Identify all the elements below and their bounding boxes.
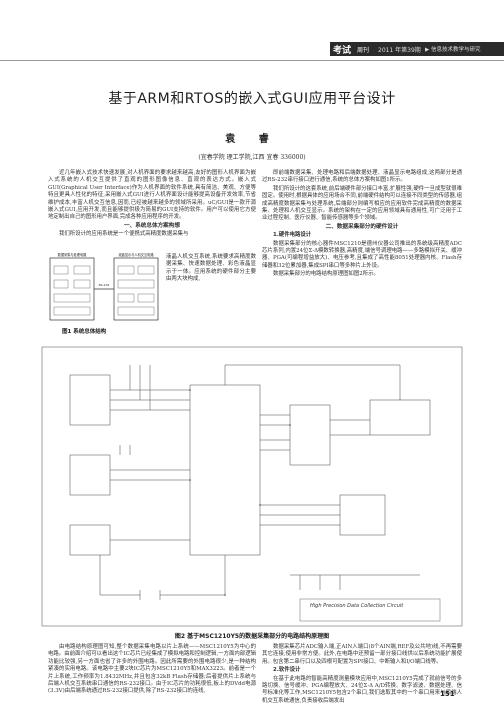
max3223-chip bbox=[289, 404, 331, 466]
journal-issue: 2011 年第39期 bbox=[378, 47, 421, 54]
journal-slogan: ▶ 信息技术教学与研究 bbox=[425, 47, 481, 53]
right-column: 即前端数据采集、处理电路和后端数据处理、液晶显示电路组成,这两部分是通过RS-2… bbox=[262, 170, 462, 280]
figure-2-schematic: High Precision Data Collection Circuit bbox=[41, 346, 463, 627]
figure-2-caption: 图2 基于MSC1210Y5的数据采集部分的电路结构原理图 bbox=[174, 633, 330, 640]
paragraph: 我们所设计的应用系统是一个便携式高精度数据采集与 bbox=[59, 231, 189, 238]
subsection-heading: 1.硬件电路设计 bbox=[273, 232, 312, 239]
header-bar bbox=[330, 42, 504, 56]
paragraph: 我们所设计的这套系统,前后端硬件部分接口丰富,扩展性强,硬件一旦成型就很难固定。… bbox=[262, 185, 462, 222]
left-column: 近几年嵌入式技术快速发展,对人机界面的要求越来越高,友好的图形人机界面为嵌入式系… bbox=[48, 170, 256, 240]
section-heading: 一、系统总体方案构想 bbox=[124, 222, 180, 229]
header-divider bbox=[0, 60, 504, 61]
section-heading: 二、数据采集部分的硬件设计 bbox=[325, 223, 399, 230]
journal-name: 考试 bbox=[333, 46, 352, 56]
journal-sub: 周刊 bbox=[357, 47, 370, 54]
paragraph: 液晶人机交互系统,系统要求高精度数据采集、快速数据处理、彩色液晶显示于一体。应用… bbox=[166, 254, 256, 283]
fig1-link-label: RS-232 bbox=[99, 283, 110, 287]
fig1-left-block bbox=[49, 257, 95, 321]
paragraph: 数据采集部分的电路结构原理图如图2所示。 bbox=[273, 271, 379, 278]
bottom-left-column: 由电路结构原理图可知,整个数据采集电路以片上系统——MSC1210Y5为中心的电… bbox=[48, 644, 256, 697]
paper-author: 袁 睿 bbox=[225, 134, 279, 145]
paragraph: 在基于此电路的智能高精度测量模块应用中,MSC1210Y5完成了就前信号的多路切… bbox=[262, 675, 462, 704]
fig1-left-label: 数据采集与处理电路 bbox=[58, 252, 87, 257]
page-header: 考试 周刊 2011 年第39期 ▶ 信息技术教学与研究 bbox=[0, 0, 504, 62]
paragraph: 数据采集部分的核心器件MSC1210是德州仪器公司推出的系统级高精度ADC芯片系… bbox=[262, 240, 462, 269]
paragraph: 近几年嵌入式技术快速发展,对人机界面的要求越来越高,友好的图形人机界面为嵌入式系… bbox=[48, 170, 256, 221]
schematic-title: High Precision Data Collection Circuit bbox=[310, 603, 404, 609]
fig1-right-block bbox=[113, 257, 159, 321]
figure-1-caption: 图1 系统总体结构 bbox=[62, 329, 107, 335]
paragraph: 由电路结构原理图可知,整个数据采集电路以片上系统——MSC1210Y5为中心的电… bbox=[48, 644, 256, 695]
msc1210-chip bbox=[189, 384, 261, 556]
subsection-heading: 2.软件设计 bbox=[273, 667, 301, 674]
paper-title: 基于ARM和RTOS的嵌入式GUI应用平台设计 bbox=[108, 91, 396, 107]
left-column-wrap-text: 液晶人机交互系统,系统要求高精度数据采集、快速数据处理、彩色液晶显示于一体。应用… bbox=[166, 254, 256, 285]
fig1-right-label: 液晶显示与人机交互电路 bbox=[118, 252, 154, 257]
bottom-right-column: 数据采集芯片ADC输入端,正AIN入端口(8个AIN端,REF及公共地)线,不再… bbox=[262, 644, 462, 706]
paragraph: 数据采集芯片ADC输入端,正AIN入端口(8个AIN端,REF及公共地)线,不再… bbox=[262, 644, 462, 665]
paragraph: 即前端数据采集、处理电路和后端数据处理、液晶显示电路组成,这两部分是通过RS-2… bbox=[262, 170, 462, 184]
figure-1-diagram: 数据采集与处理电路 液晶显示与人机交互电路 RS-232 bbox=[49, 252, 159, 321]
schematic-frame bbox=[41, 346, 463, 627]
page-number: 151 bbox=[440, 690, 455, 698]
paper-affiliation: (宜春学院 理工学院,江西 宜春 336000) bbox=[198, 154, 306, 161]
